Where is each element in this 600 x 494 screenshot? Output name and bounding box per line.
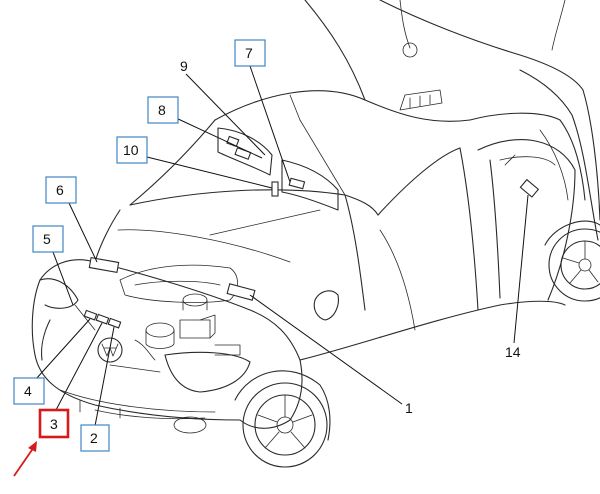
visor-label-left-small bbox=[226, 135, 240, 148]
front-label-4 bbox=[83, 309, 98, 321]
callout-1: 1 bbox=[405, 400, 413, 416]
callout-6-number: 6 bbox=[56, 182, 64, 198]
callout-7: 7 bbox=[234, 39, 266, 67]
visor-label-right bbox=[288, 177, 306, 190]
callout-2: 2 bbox=[80, 424, 110, 452]
callout-4: 4 bbox=[13, 377, 45, 405]
red-pointer-arrow-icon bbox=[13, 441, 37, 477]
car-body-drawing bbox=[31, 0, 600, 468]
callout-2-box bbox=[80, 424, 110, 452]
callout-2-number: 2 bbox=[90, 430, 98, 446]
callout-4-number: 4 bbox=[24, 383, 32, 399]
callout-9: 9 bbox=[180, 58, 188, 74]
callout-4-box bbox=[13, 377, 45, 405]
callout-6: 6 bbox=[45, 176, 77, 204]
callout-7-number: 7 bbox=[245, 45, 253, 61]
callout-8: 8 bbox=[147, 96, 179, 124]
callout-5: 5 bbox=[32, 225, 64, 253]
callout-7-box bbox=[234, 39, 266, 67]
callout-10-box bbox=[116, 136, 148, 164]
leader-lines bbox=[35, 65, 529, 427]
callout-9-number: 9 bbox=[180, 58, 188, 74]
callout-5-number: 5 bbox=[43, 231, 51, 247]
callout-6-box bbox=[45, 176, 77, 204]
callout-10: 10 bbox=[116, 136, 148, 164]
mirror-label bbox=[271, 181, 279, 197]
front-label-3 bbox=[95, 313, 110, 325]
callout-8-number: 8 bbox=[158, 102, 166, 118]
door-pillar-label-14 bbox=[519, 178, 540, 198]
callout-3: 3 bbox=[38, 408, 70, 439]
callout-8-box bbox=[147, 96, 179, 124]
callout-3-highlight-box bbox=[38, 408, 70, 439]
callout-5-box bbox=[32, 225, 64, 253]
callout-14: 14 bbox=[505, 344, 521, 360]
engine-bay-label-1 bbox=[226, 283, 256, 301]
hood-label-6 bbox=[88, 257, 120, 273]
callout-14-number: 14 bbox=[505, 344, 521, 360]
callout-10-number: 10 bbox=[123, 142, 139, 158]
callout-3-number: 3 bbox=[50, 416, 58, 432]
callout-1-number: 1 bbox=[405, 400, 413, 416]
front-label-2 bbox=[107, 317, 122, 329]
